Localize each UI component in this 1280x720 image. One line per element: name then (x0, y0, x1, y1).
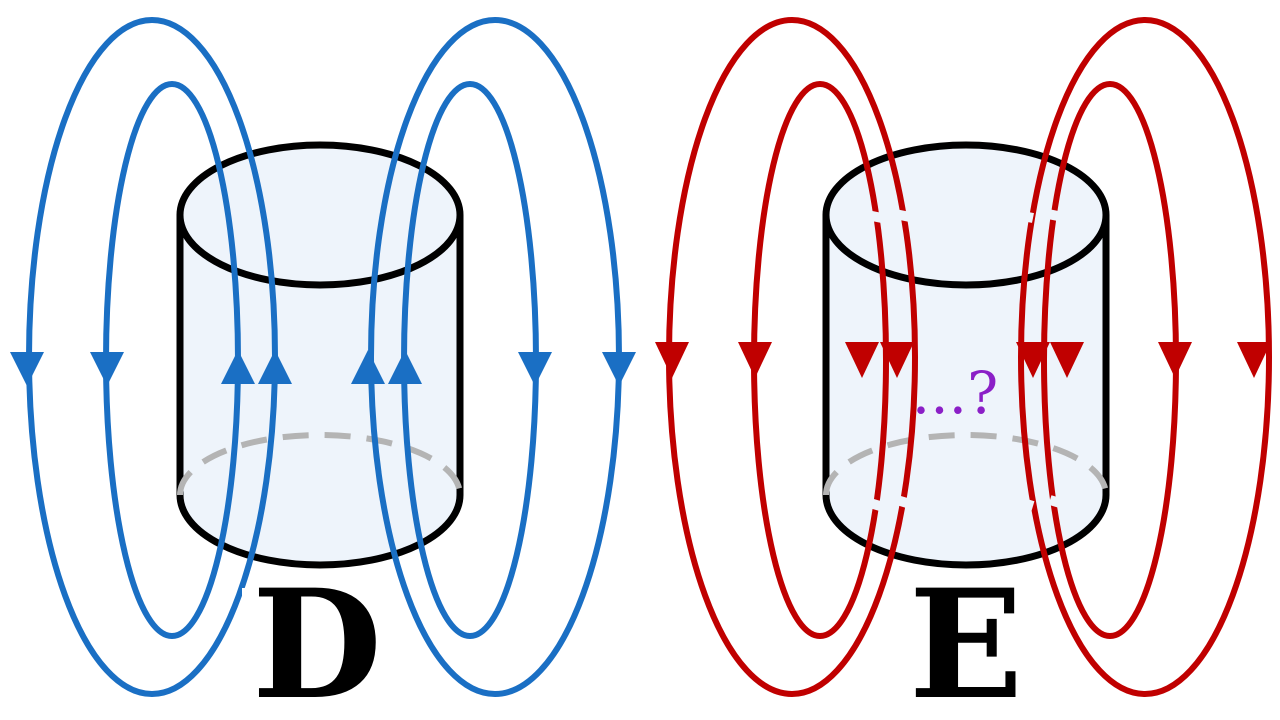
d-cylinder-body (176, 215, 464, 569)
d-arrow-down (90, 352, 124, 386)
e-arrow-down (880, 342, 914, 378)
e-arrow-down (1237, 342, 1271, 378)
e-arrow-down (655, 342, 689, 378)
d-label-backdrop (242, 588, 392, 720)
e-arrow-down (845, 342, 879, 378)
d-arrow-up (221, 350, 255, 384)
e-field-gaps (858, 209, 1072, 511)
d-arrow-up (388, 350, 422, 384)
e-cylinder-body (822, 215, 1110, 569)
e-panel: ...? E (655, 17, 1272, 720)
e-arrow-down (1050, 342, 1084, 378)
d-arrow-up (351, 350, 385, 384)
d-label: D (252, 557, 382, 720)
d-arrow-down (602, 352, 636, 386)
d-cylinder (176, 141, 464, 569)
e-field-loop-right-outer (1018, 17, 1272, 697)
e-label: E (909, 557, 1023, 720)
d-panel: D (10, 17, 636, 720)
d-arrow-up (258, 350, 292, 384)
e-label-backdrop (898, 588, 1038, 720)
e-arrow-down (1158, 342, 1192, 378)
d-arrow-down (518, 352, 552, 386)
e-arrow-down (1016, 342, 1050, 378)
e-arrow-down (738, 342, 772, 378)
e-annotation: ...? (912, 359, 998, 427)
d-arrow-down (10, 352, 44, 386)
